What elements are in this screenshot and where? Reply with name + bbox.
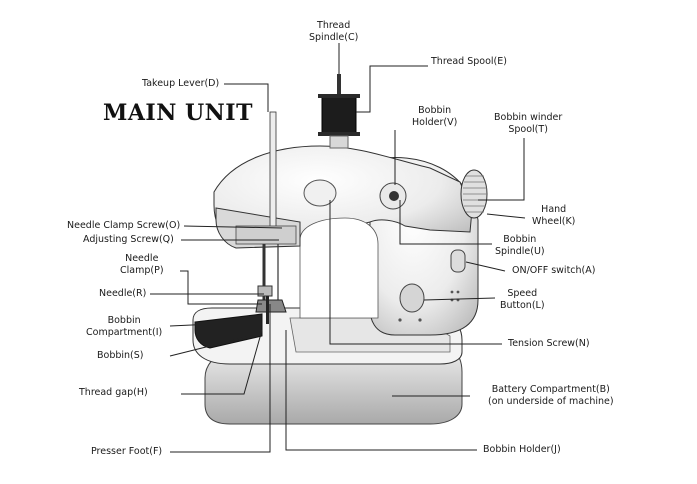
label-thread-spool: Thread Spool(E) xyxy=(431,56,507,67)
label-needle: Needle(R) xyxy=(99,288,147,299)
presser-foot-shape xyxy=(255,299,287,313)
arm-opening xyxy=(299,217,379,319)
label-bobbin-spindle: Bobbin Spindle(U) xyxy=(495,234,545,257)
leader-lines xyxy=(150,43,526,453)
thread-spool-shape xyxy=(321,95,357,135)
label-bobbin-winder-spool: Bobbin winder Spool(T) xyxy=(494,112,563,135)
speed-button-shape xyxy=(399,283,425,313)
label-needle-clamp: Needle Clamp(P) xyxy=(120,253,164,276)
label-takeup-lever: Takeup Lever(D) xyxy=(142,78,220,89)
label-thread-spindle: Thread Spindle(C) xyxy=(309,20,359,43)
label-presser-foot: Presser Foot(F) xyxy=(91,446,163,457)
label-needle-clamp-screw: Needle Clamp Screw(O) xyxy=(67,220,181,231)
label-speed-button: Speed Button(L) xyxy=(500,288,545,311)
label-bobbin: Bobbin(S) xyxy=(97,350,144,361)
label-bobbin-compartment: Bobbin Compartment(I) xyxy=(86,315,163,338)
on-off-switch-shape xyxy=(450,249,466,273)
page-title: MAIN UNIT xyxy=(103,100,253,126)
label-thread-gap: Thread gap(H) xyxy=(79,387,148,398)
label-adjusting-screw: Adjusting Screw(Q) xyxy=(83,234,174,245)
label-battery-compartment: Battery Compartment(B) (on underside of … xyxy=(488,384,614,407)
label-tension-screw: Tension Screw(N) xyxy=(508,338,590,349)
label-bobbin-holder-v: Bobbin Holder(V) xyxy=(412,105,458,128)
label-bobbin-holder-j: Bobbin Holder(J) xyxy=(483,444,561,455)
thread-spindle-shape xyxy=(337,74,341,98)
label-hand-wheel: Hand Wheel(K) xyxy=(532,204,576,227)
label-on-off-switch: ON/OFF switch(A) xyxy=(512,265,596,276)
takeup-lever-shape xyxy=(269,111,277,233)
